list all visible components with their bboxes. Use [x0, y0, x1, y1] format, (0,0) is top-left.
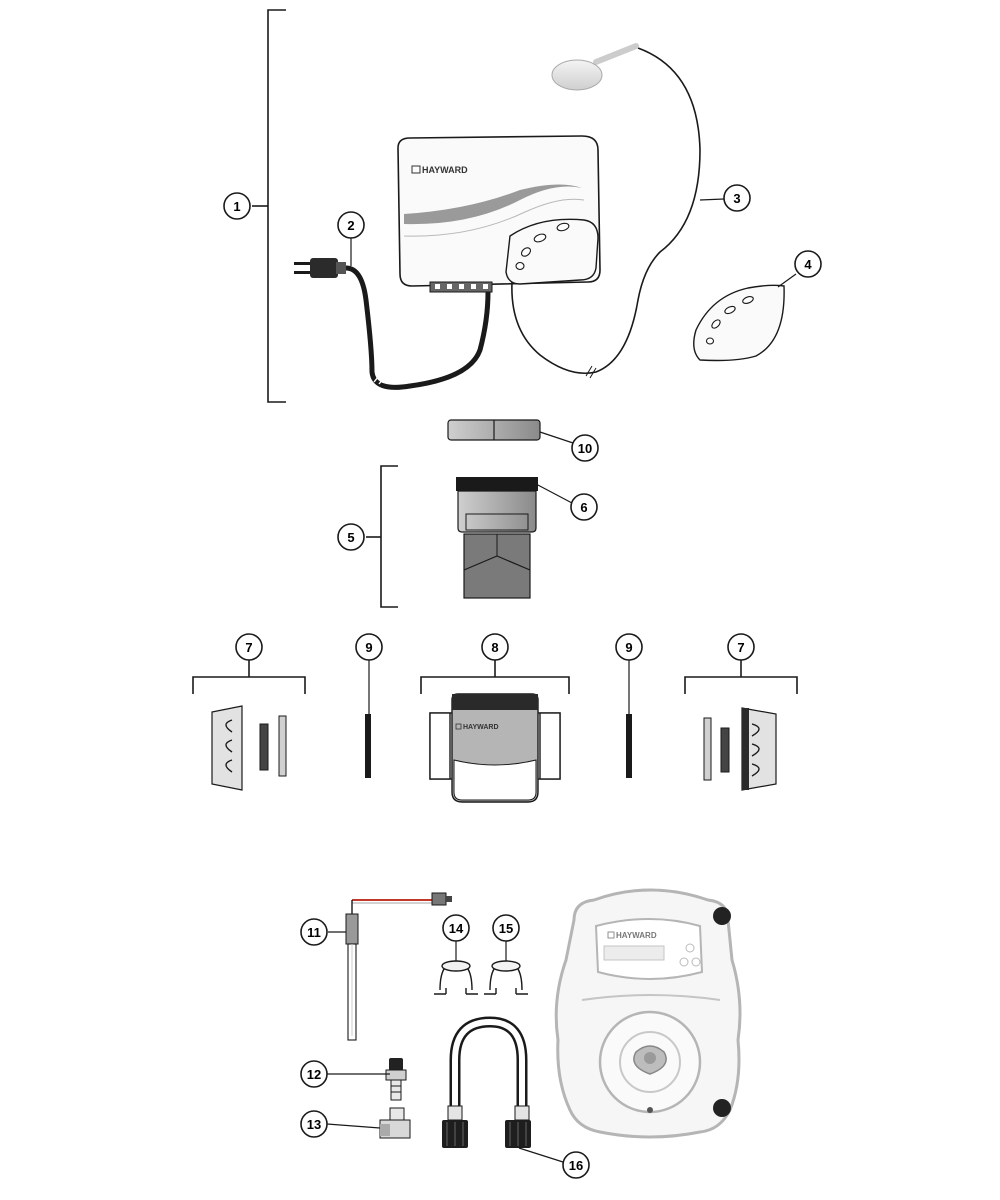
svg-text:4: 4 [804, 257, 812, 272]
callout-9-left: 9 [355, 633, 383, 661]
injection-valve [385, 1058, 407, 1101]
union-fitting-kit-right [703, 707, 777, 791]
callout-7-right: 7 [727, 633, 755, 661]
bracket-8 [420, 660, 570, 694]
callout-12: 12 [300, 1060, 328, 1088]
cell-logo-box [455, 723, 462, 730]
callout-13: 13 [300, 1110, 328, 1138]
brand-logo-box [411, 165, 421, 174]
control-unit: HAYWARD [397, 135, 601, 293]
brand-logo: HAYWARD [422, 165, 468, 175]
callout-14: 14 [442, 914, 470, 942]
union-fitting-kit-left [211, 705, 287, 791]
pump-tube-assembly [442, 1016, 531, 1148]
svg-text:5: 5 [347, 530, 354, 545]
svg-text:3: 3 [733, 191, 740, 206]
callout-10: 10 [571, 434, 599, 462]
svg-text:12: 12 [307, 1067, 321, 1082]
bracket-7-right [684, 660, 798, 694]
svg-text:15: 15 [499, 921, 513, 936]
svg-text:6: 6 [580, 500, 587, 515]
tube-clamp-14 [434, 960, 478, 995]
callout-3: 3 [723, 184, 751, 212]
callout-8: 8 [481, 633, 509, 661]
probe-holder [379, 1107, 411, 1139]
callout-16: 16 [562, 1151, 590, 1179]
cell-logo: HAYWARD [463, 724, 499, 731]
svg-text:8: 8 [491, 640, 498, 655]
svg-text:9: 9 [365, 640, 372, 655]
cell-assembly [456, 477, 538, 599]
svg-text:2: 2 [347, 218, 354, 233]
callout-9-right: 9 [615, 633, 643, 661]
bracket-7-left [192, 660, 306, 694]
o-ring-right [626, 714, 632, 778]
svg-text:16: 16 [569, 1158, 583, 1173]
svg-text:7: 7 [245, 640, 252, 655]
callout-1: 1 [223, 192, 251, 220]
bracket-5 [366, 465, 398, 608]
svg-text:10: 10 [578, 441, 592, 456]
callout-7-left: 7 [235, 633, 263, 661]
callout-2: 2 [337, 211, 365, 239]
callout-4: 4 [794, 250, 822, 278]
o-ring-left [365, 714, 371, 778]
power-cord-plug [294, 258, 491, 390]
callout-5: 5 [337, 523, 365, 551]
cell-cable-connector [447, 419, 541, 441]
dosing-pump: HAYWARD [554, 888, 742, 1139]
svg-text:11: 11 [307, 925, 321, 940]
flow-sensor [511, 43, 701, 379]
callout-15: 15 [492, 914, 520, 942]
svg-text:9: 9 [625, 640, 632, 655]
tube-clamp-15 [484, 960, 528, 995]
pump-logo: HAYWARD [616, 931, 657, 940]
svg-text:14: 14 [449, 921, 464, 936]
bracket-1 [252, 9, 286, 403]
callout-6: 6 [570, 493, 598, 521]
pump-logo-box [607, 931, 615, 939]
callout-11: 11 [300, 918, 328, 946]
svg-text:13: 13 [307, 1117, 321, 1132]
cell: HAYWARD [429, 693, 561, 803]
svg-text:1: 1 [233, 199, 240, 214]
ph-probe [345, 892, 452, 1041]
svg-text:7: 7 [737, 640, 744, 655]
cover-panel [693, 284, 785, 362]
leader-lines [326, 198, 797, 1163]
